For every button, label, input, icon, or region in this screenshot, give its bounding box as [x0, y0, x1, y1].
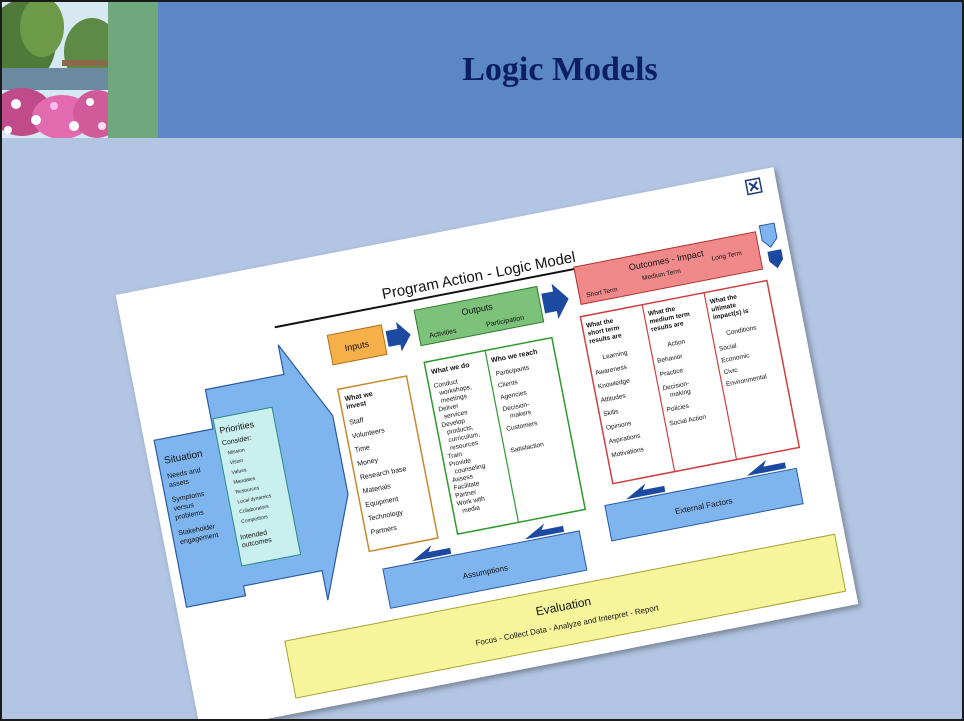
priority-item: Mandates: [233, 476, 256, 486]
input-item: Staff: [349, 417, 364, 427]
outputs-box: [423, 336, 587, 536]
activity-item: media: [462, 504, 481, 514]
medium-item: Policies: [666, 403, 690, 414]
priority-item: Competitors: [241, 514, 269, 525]
inputs-heading: invest: [346, 400, 368, 411]
evaluation-bar: [284, 533, 847, 699]
long-item: Civic: [723, 367, 739, 377]
inputs-label: Inputs: [344, 339, 370, 354]
close-icon[interactable]: [744, 177, 763, 196]
short-item: Learning: [602, 349, 629, 361]
priority-item: Resources: [235, 485, 260, 496]
outputs-label-box: [413, 285, 545, 347]
situation-item: versus: [173, 502, 195, 513]
activity-item: Develop: [441, 418, 466, 429]
medium-item: making: [669, 388, 691, 399]
logic-model-image: Program Action - Logic Model Situation N…: [115, 167, 859, 719]
medium-item: Action: [667, 338, 686, 348]
inputs-box: [336, 375, 439, 553]
inputs-arrow: [385, 322, 411, 352]
feedback-arrow: [758, 222, 778, 248]
short-item: Skills: [603, 408, 620, 418]
priority-item: Collaborators: [239, 504, 270, 516]
priority-item: Values: [231, 467, 247, 476]
outcomes-label-box: [573, 231, 764, 305]
outcomes-box: [579, 279, 801, 485]
situation-item: assets: [168, 478, 190, 489]
slide-title: Logic Models: [462, 51, 658, 88]
short-item: Attitudes: [600, 392, 627, 404]
activity-item: Conduct: [433, 378, 458, 390]
input-item: Money: [357, 457, 379, 468]
activity-item: Provide: [449, 457, 472, 468]
slide-header: Logic Models: [2, 2, 962, 138]
activity-item: Facilitate: [453, 480, 480, 492]
input-item: Time: [354, 444, 370, 454]
medium-item: Practice: [659, 367, 684, 378]
activity-item: Assess: [452, 473, 475, 484]
assumptions-arrow-icon: [524, 523, 565, 540]
reach-item: Clients: [497, 379, 519, 390]
long-heading: ultimate: [711, 302, 737, 314]
medium-item: Behavior: [657, 353, 684, 365]
activity-item: services: [443, 409, 468, 421]
activity-item: Partner: [455, 489, 478, 500]
garden-photo: [2, 2, 108, 138]
external-arrow-icon: [626, 483, 666, 500]
assumptions-arrow-icon: [411, 545, 452, 562]
assumptions-bar: [382, 530, 588, 609]
long-item: Social: [718, 342, 737, 352]
priorities-box: [212, 406, 302, 567]
external-factors-bar: [604, 467, 804, 542]
outputs-arrow: [541, 283, 569, 319]
priority-item: Vision: [229, 458, 244, 467]
external-arrow-icon: [746, 459, 787, 476]
inputs-label-box: [326, 324, 388, 366]
short-item: Opinions: [605, 420, 632, 432]
reach-item: makers: [509, 409, 532, 420]
svg-text:Intended outcomes: Intended outcomes: [240, 529, 273, 550]
priority-item: Mission: [227, 447, 245, 456]
activity-item: Train: [447, 451, 463, 461]
accent-strip: [108, 2, 158, 138]
activity-item: Deliver: [438, 403, 460, 414]
